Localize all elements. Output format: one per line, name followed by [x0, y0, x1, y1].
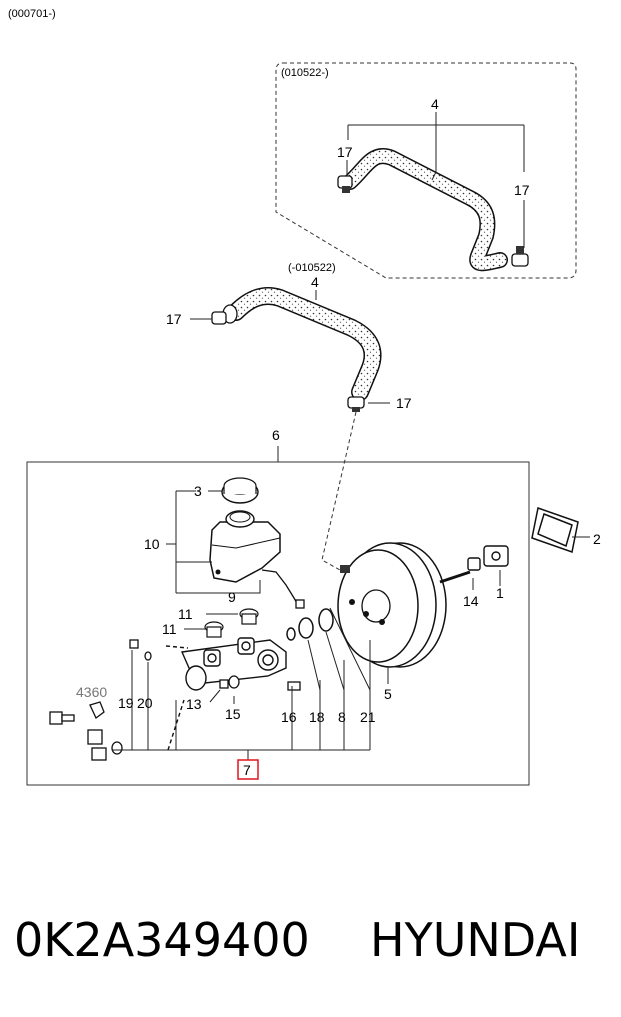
header-code: (000701-): [8, 8, 56, 20]
callout-5: 5: [384, 686, 392, 702]
hose-clamp-icon: [347, 396, 365, 412]
callout-11: 11: [162, 621, 177, 637]
callout-21: 21: [360, 709, 376, 725]
brand-name: HYUNDAI: [370, 913, 581, 967]
callout-16: 16: [281, 709, 297, 725]
callout-17: 17: [396, 395, 412, 411]
part-number: 0K2A349400: [14, 913, 310, 967]
assembly-frame: [26, 461, 530, 786]
hose-clamp-icon: [511, 246, 529, 267]
callout-14: 14: [463, 593, 479, 609]
push-rod-clevis-icon: [467, 545, 509, 571]
callout-1: 1: [496, 585, 504, 601]
callout-3: 3: [194, 483, 202, 499]
hose-connection-dashed: [321, 411, 357, 571]
callout-6: 6: [272, 427, 280, 443]
brake-master-cylinder-diagram: (000701-) (010522-) 4 17 17 (-010522) 4: [8, 8, 601, 786]
callout-17: 17: [514, 182, 530, 198]
reservoir-cap-icon: [221, 477, 259, 504]
grommet-icon: [204, 621, 224, 638]
vacuum-hose-old: [222, 286, 382, 401]
variant-label-old: (-010522): [288, 262, 336, 274]
master-cylinder-icon: [165, 637, 287, 751]
callout-17: 17: [166, 311, 182, 327]
callout-11: 11: [178, 606, 193, 622]
callout-8: 8: [338, 709, 346, 725]
callout-7-highlighted[interactable]: 7: [243, 762, 251, 778]
bolt-icon: [49, 639, 301, 761]
hose-clamp-icon: [337, 175, 353, 193]
callout-13: 13: [186, 696, 202, 712]
vacuum-hose-new: [342, 148, 508, 272]
leader-lines-reservoir: [166, 490, 261, 630]
leader-lines-inset: [346, 112, 525, 248]
callout-19: 19: [118, 695, 134, 711]
highlight-box: [237, 759, 259, 780]
callout-2: 2: [593, 531, 601, 547]
callout-4360: 4360: [76, 684, 107, 700]
callout-9: 9: [228, 589, 236, 605]
callout-18: 18: [309, 709, 325, 725]
leader-lines-old-hose: [190, 290, 390, 404]
leader-lines-main: [112, 536, 590, 760]
callout-4: 4: [311, 274, 319, 290]
brake-booster-icon: [337, 542, 471, 668]
callout-15: 15: [225, 706, 241, 722]
callout-10: 10: [144, 536, 160, 552]
variant-label-new: (010522-): [281, 67, 329, 79]
grommet-icon: [239, 608, 259, 625]
seal-ring-icon: [286, 608, 334, 641]
callout-20: 20: [137, 695, 153, 711]
inset-frame-new-hose: [275, 62, 577, 279]
callout-17: 17: [337, 144, 353, 160]
level-sensor-icon: [261, 569, 305, 609]
brake-fluid-reservoir-icon: [209, 510, 281, 583]
gasket-icon: [531, 507, 579, 553]
hose-clamp-icon: [211, 311, 227, 325]
callout-4: 4: [431, 96, 439, 112]
